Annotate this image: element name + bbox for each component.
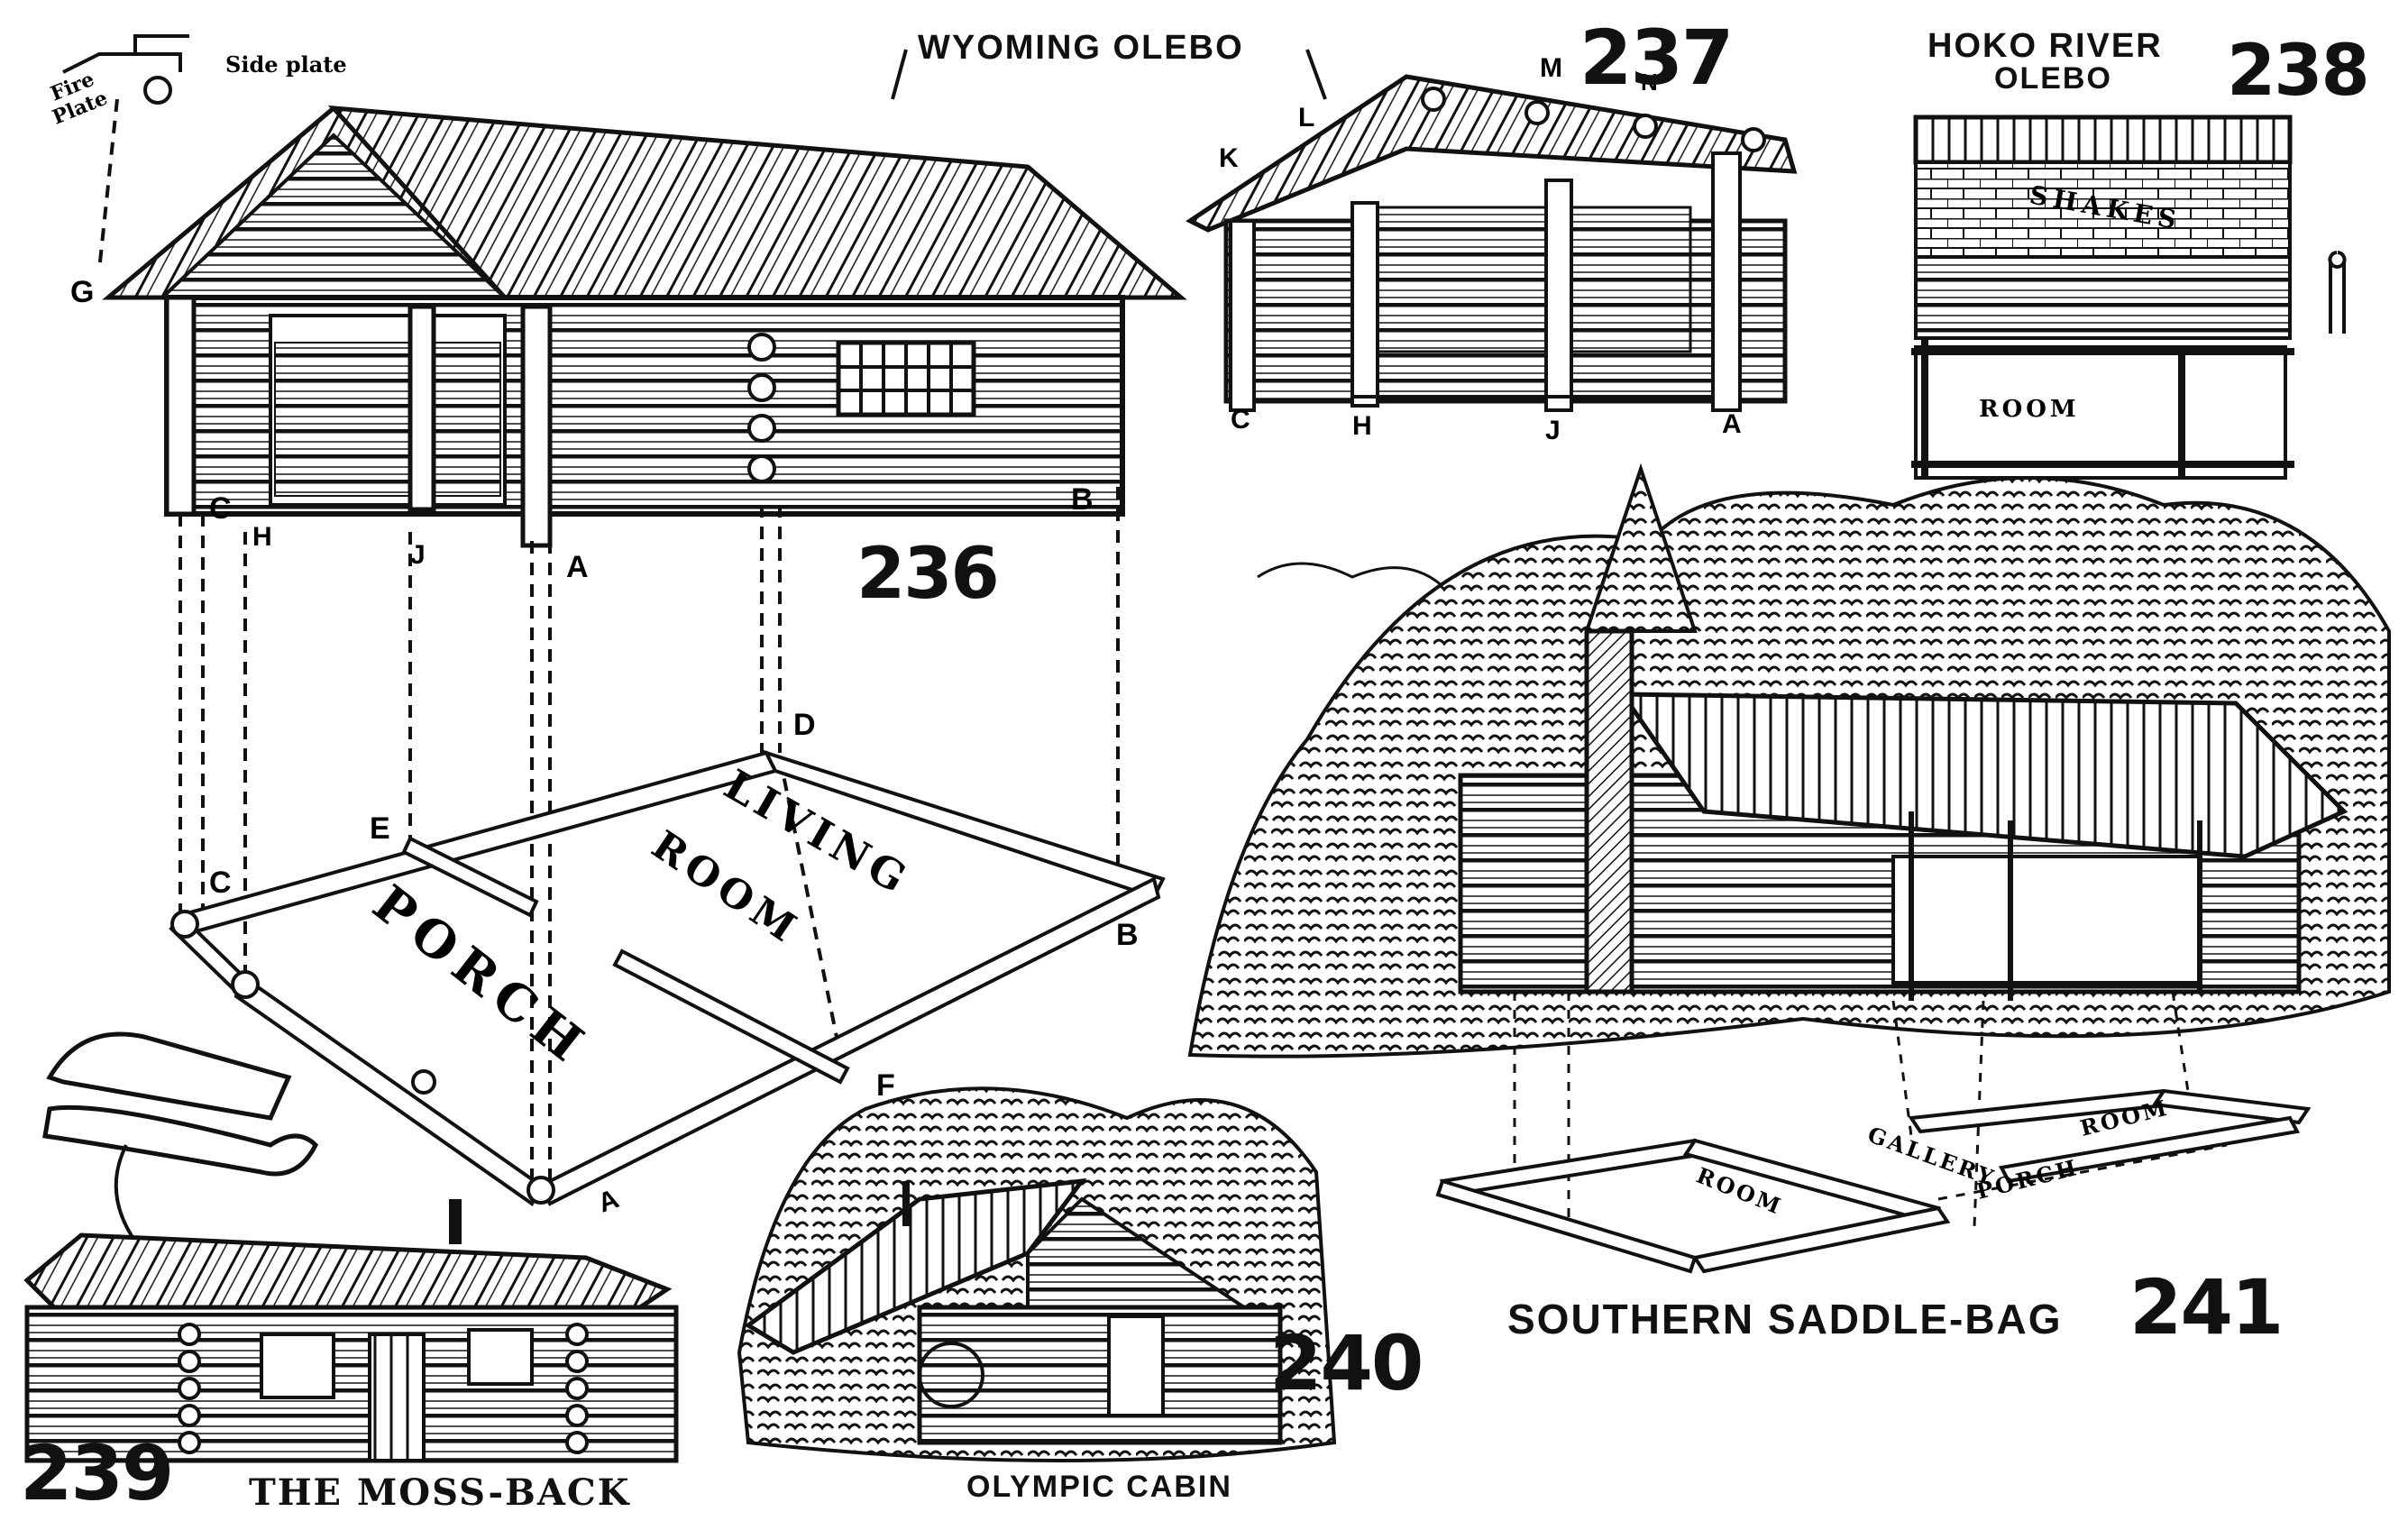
fig236-letter-g: G xyxy=(70,275,94,309)
fig236-letter-a-top: A xyxy=(566,550,589,584)
fig237-letter-m: M xyxy=(1540,53,1562,83)
fig237-letter-j: J xyxy=(1545,416,1561,445)
fig237-letter-a: A xyxy=(1722,409,1742,439)
fig236-letter-d: D xyxy=(793,708,816,742)
fig236-letter-b-top: B xyxy=(1071,482,1094,517)
caption-hoko-river-line2: OLEBO xyxy=(1994,61,2112,96)
fig238-room-label: ROOM xyxy=(1979,396,2080,423)
fig236-letter-c-top: C xyxy=(209,491,232,526)
figure-number-241: 241 xyxy=(2129,1263,2284,1351)
fig237-letter-k: K xyxy=(1219,143,1239,173)
fig236-letter-h-top: H xyxy=(252,522,272,552)
fig239-moss-back xyxy=(23,1031,679,1463)
fig236-letter-b-floor: B xyxy=(1116,918,1139,952)
fig237-letter-h: H xyxy=(1352,411,1372,441)
fig236-letter-f: F xyxy=(876,1068,895,1103)
fig236-letter-a-floor: A xyxy=(594,1184,623,1218)
fig236-letter-j-top: J xyxy=(410,540,426,570)
figure-number-240: 240 xyxy=(1269,1319,1424,1407)
fig237-letter-n: N xyxy=(1641,69,1658,96)
fig240-olympic-cabin xyxy=(737,1086,1337,1462)
fig236-porch-label: PORCH xyxy=(362,874,600,1078)
fig237-letter-l: L xyxy=(1298,103,1314,133)
figure-number-236: 236 xyxy=(856,534,1000,615)
caption-moss-back: THE MOSS-BACK xyxy=(249,1471,631,1514)
figure-number-238: 238 xyxy=(2227,31,2370,112)
fig237-olebo xyxy=(891,49,1798,412)
caption-olympic-cabin: OLYMPIC CABIN xyxy=(966,1470,1232,1504)
caption-wyoming-olebo: WYOMING OLEBO xyxy=(918,29,1244,67)
fig236-cabin xyxy=(62,34,1187,1206)
figure-number-237: 237 xyxy=(1579,14,1734,102)
caption-southern-saddle-bag: SOUTHERN SADDLE-BAG xyxy=(1507,1296,2063,1342)
fig237-letter-c: C xyxy=(1231,405,1250,435)
fig236-letter-c-floor: C xyxy=(209,866,232,900)
fig236-letter-e: E xyxy=(370,811,390,846)
fig236-room-label: ROOM xyxy=(644,822,809,954)
fig236-side-plate-label: Side plate xyxy=(225,51,347,78)
fig238-olebo xyxy=(1911,115,2347,480)
figure-number-239: 239 xyxy=(20,1429,174,1517)
caption-hoko-river-line1: HOKO RIVER xyxy=(1927,27,2163,65)
fig241-saddle-bag xyxy=(1187,463,2391,1274)
